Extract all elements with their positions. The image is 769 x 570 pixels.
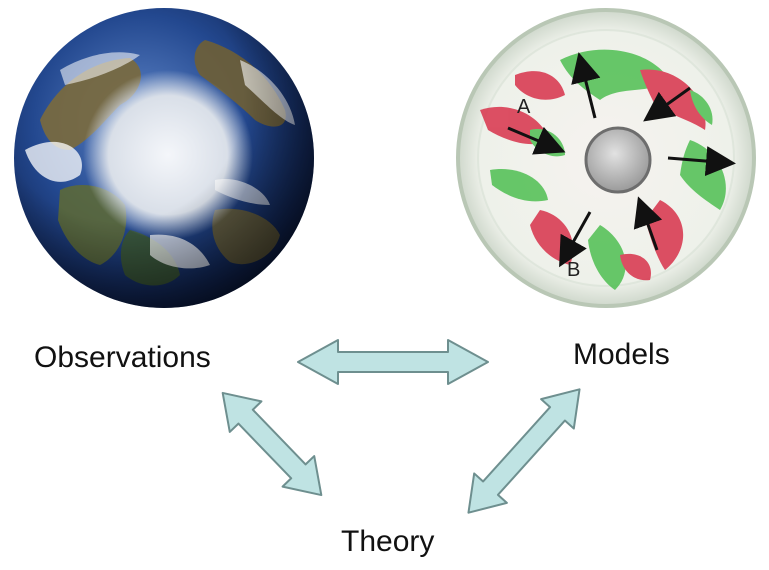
arrow-models-theory (467, 388, 581, 514)
connector-arrows (221, 339, 581, 514)
marker-b: B (567, 259, 580, 281)
earth-globe-image (14, 8, 314, 308)
arrow-observations-models (297, 339, 489, 385)
rotating-tank-image: A B (456, 8, 756, 308)
observations-label: Observations (34, 341, 211, 374)
marker-a: A (517, 96, 531, 118)
theory-label: Theory (341, 525, 435, 558)
models-label: Models (573, 338, 670, 371)
arrow-observations-theory (221, 391, 323, 497)
